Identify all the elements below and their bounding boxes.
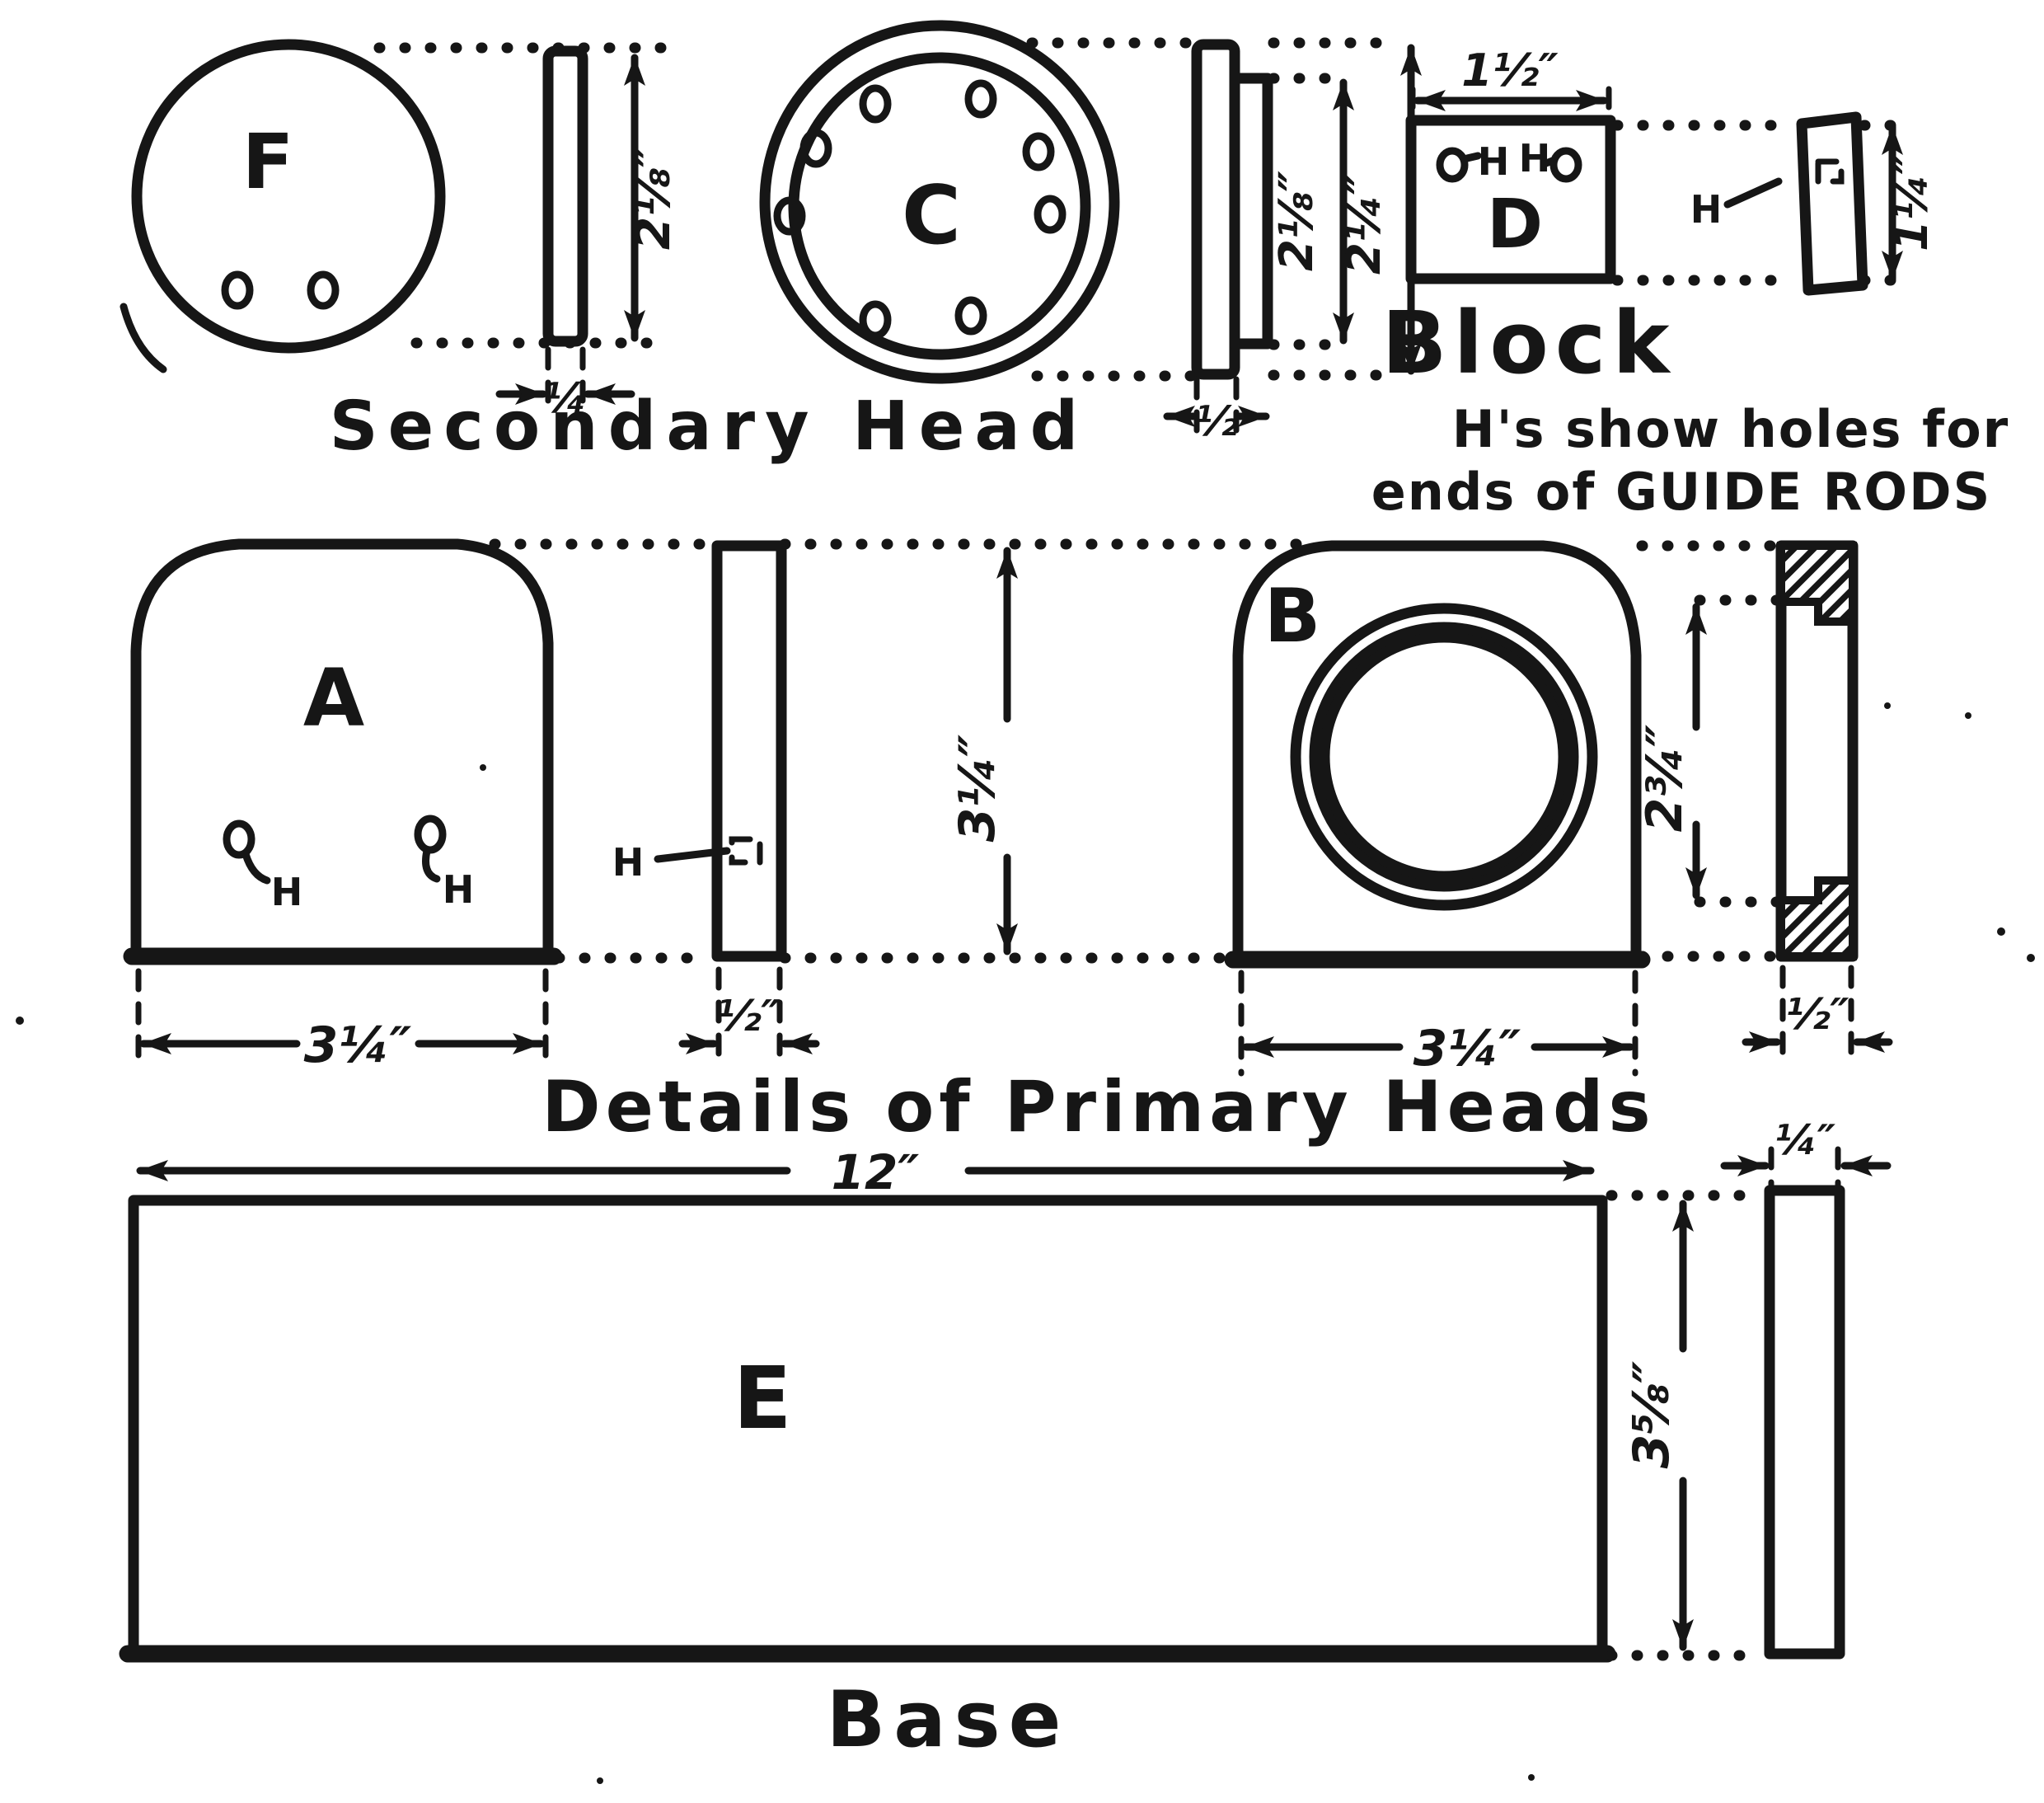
dim-b-thickness: ½″ (1785, 990, 1849, 1040)
block-d-edge-view (1796, 111, 1868, 296)
secondary-head-f-view: F 2⅛″ ¼ Secondary Head (120, 39, 1089, 466)
hole (859, 84, 892, 124)
part-c-label: C (902, 169, 961, 263)
speck (480, 764, 486, 771)
dim-c-thickness: ½ (1195, 397, 1238, 445)
hole (1034, 195, 1067, 234)
disc-f-outline (131, 39, 446, 354)
caption-block: Block (1381, 293, 1676, 393)
caption-primary-heads: Details of Primary Heads (541, 1066, 1655, 1148)
dim-f-thickness: ¼ (544, 374, 587, 422)
caption-secondary-head: Secondary Head (330, 387, 1089, 466)
hole (221, 270, 254, 310)
base-e-edge-view (1764, 1185, 1845, 1660)
dim-e-length: 12″ (832, 1144, 920, 1200)
speck (597, 1777, 603, 1784)
section-hatch-top (1777, 542, 1857, 626)
base-e-view: 12″ E Base ¼″ 3⅝″ (119, 1116, 1892, 1765)
dim-b-width: 3¼″ (1413, 1020, 1521, 1078)
part-e-label: E (733, 1348, 791, 1449)
dim-e-height: 3⅝″ (1623, 1360, 1681, 1468)
dim-d-height: 1¼″ (1886, 154, 1938, 251)
base-e-outline (128, 1195, 1608, 1660)
plate-a-edge-view (711, 540, 787, 962)
block-d-outline (1405, 115, 1616, 284)
hole-label: H (1519, 136, 1551, 181)
disc-c-outer-outline (759, 20, 1120, 384)
hole-label: H (271, 870, 303, 914)
guide-rod-hole-label: H (612, 840, 645, 885)
speck (2027, 954, 2035, 962)
hole (859, 300, 892, 340)
primary-heads-views: A H H 3¼″ H ½″ 3¼″ B (123, 538, 1893, 1148)
hole-leader (1463, 152, 1482, 162)
hole (954, 296, 987, 336)
secondary-head-c-view: C 2⅛″ 2¼″ ½ (759, 20, 1422, 445)
dim-head-height: 3¼″ (949, 734, 1006, 842)
hole (1436, 147, 1469, 183)
head-c-edge-view-inner (1229, 73, 1273, 350)
hole-leader (422, 847, 441, 883)
hole (773, 196, 806, 236)
dim-a-width: 3¼″ (304, 1017, 412, 1074)
guide-rod-hole-label: H (1690, 187, 1723, 232)
cylinder-opening-middle (1309, 622, 1579, 892)
dim-c-outer: 2¼″ (1338, 174, 1391, 275)
note-line-2: ends of GUIDE RODS (1371, 462, 1991, 522)
dim-a-thickness: ½″ (716, 992, 780, 1041)
plate-a-outline (130, 538, 554, 962)
dim-d-width: 1½″ (1461, 45, 1559, 96)
part-d-label: D (1487, 185, 1543, 264)
disc-f-edge-view (542, 45, 588, 347)
hole-leader (241, 850, 271, 885)
head-c-edge-view-outer (1191, 39, 1240, 380)
hole (964, 79, 997, 119)
speck (1997, 927, 2005, 936)
speck (16, 1017, 24, 1025)
dim-e-thickness: ¼″ (1774, 1116, 1836, 1164)
scan-artifact-arc (120, 303, 167, 373)
speck (1965, 712, 1971, 719)
cylinder-opening-outer (1290, 603, 1598, 911)
cylinder-opening-inner (1319, 632, 1569, 882)
speck (1884, 702, 1891, 709)
hole (414, 815, 447, 854)
scan-artifacts (16, 702, 2035, 1784)
part-f-label: F (242, 118, 294, 206)
leader-line (1723, 177, 1783, 209)
dim-b-opening: 2¾″ (1636, 724, 1694, 832)
hidden-hole-dashed (1815, 158, 1845, 185)
speck (1528, 1774, 1535, 1781)
disc-c-inner-outline (788, 52, 1091, 360)
caption-base: Base (827, 1675, 1070, 1765)
leader-line (654, 847, 731, 863)
part-a-label: A (303, 652, 364, 744)
hidden-hole-dashed (729, 836, 763, 866)
hole (799, 129, 832, 168)
plate-b-outline (1232, 540, 1642, 964)
hole (223, 819, 256, 859)
hole (1549, 147, 1582, 183)
part-b-label: B (1264, 573, 1321, 660)
hole (1022, 132, 1055, 171)
dim-f-height: 2⅛″ (625, 146, 681, 250)
hole-label: H (1478, 139, 1510, 184)
hole-label: H (443, 867, 475, 912)
note-line-1: H's show holes for (1452, 399, 2010, 459)
dim-c-inner: 2⅛″ (1270, 171, 1324, 271)
section-hatch-bottom (1777, 876, 1857, 960)
hole (307, 270, 340, 310)
block-d-view: 1½″ H H D H 1¼″ Block H's show holes for… (1371, 45, 2010, 522)
